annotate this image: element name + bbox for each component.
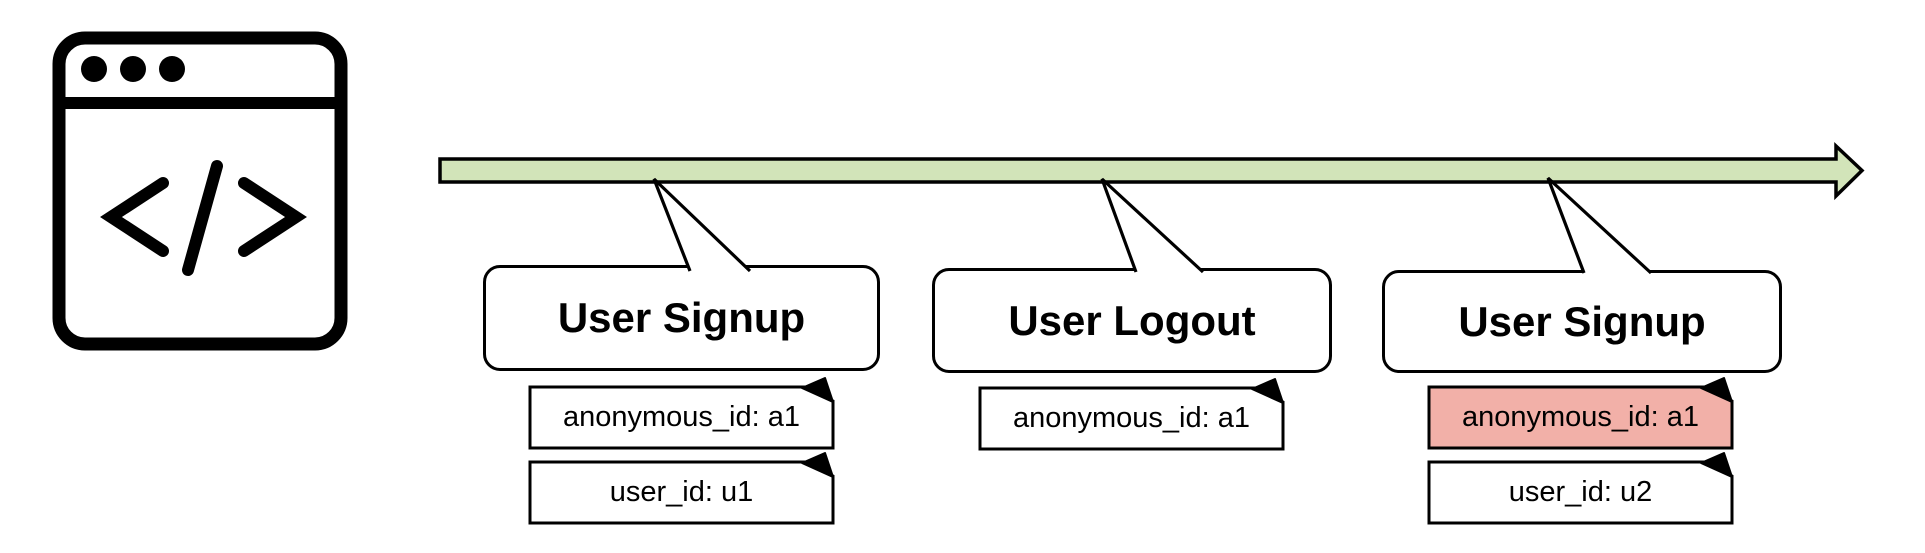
folded-corner-icon (1700, 452, 1733, 478)
note-tag-shape (978, 378, 1285, 451)
note-tag-shape (528, 377, 835, 450)
event-callout-user-signup-1: User Signup (483, 265, 880, 371)
folded-corner-icon (1700, 377, 1733, 403)
event-callout-user-logout: User Logout (932, 268, 1332, 373)
callout-tail-3 (1546, 176, 1653, 275)
property-tag-user-id-2: user_id: u2 (1427, 451, 1735, 525)
folded-corner-icon (801, 452, 834, 478)
folded-corner-icon (1251, 378, 1284, 404)
browser-dots-icon (81, 56, 185, 82)
property-label: user_id: u2 (1508, 476, 1653, 508)
code-glyph-icon (100, 160, 307, 276)
timeline-arrow (438, 141, 1865, 201)
note-tag-shape (528, 452, 835, 525)
property-tag-user-id-1: user_id: u1 (528, 451, 836, 525)
event-title: User Logout (1008, 296, 1256, 344)
property-tag-anonymous-id-1: anonymous_id: a1 (528, 376, 836, 450)
note-tag-shape (1427, 377, 1734, 450)
browser-code-window-icon (52, 31, 348, 351)
property-label: anonymous_id: a1 (1013, 402, 1250, 434)
note-tag-shape (1427, 452, 1734, 525)
property-label: anonymous_id: a1 (1462, 401, 1699, 433)
event-title: User Signup (1458, 297, 1706, 345)
browser-frame (52, 31, 348, 351)
callout-tail-2 (1100, 177, 1205, 274)
callout-tail-1 (652, 177, 752, 273)
folded-corner-icon (801, 377, 834, 403)
property-tag-anonymous-id-3-highlighted: anonymous_id: a1 (1427, 376, 1735, 450)
property-tag-anonymous-id-2: anonymous_id: a1 (978, 377, 1286, 451)
property-label: user_id: u1 (609, 476, 754, 508)
event-callout-user-signup-2: User Signup (1382, 270, 1782, 373)
event-title: User Signup (557, 294, 806, 341)
property-label: anonymous_id: a1 (563, 401, 800, 433)
